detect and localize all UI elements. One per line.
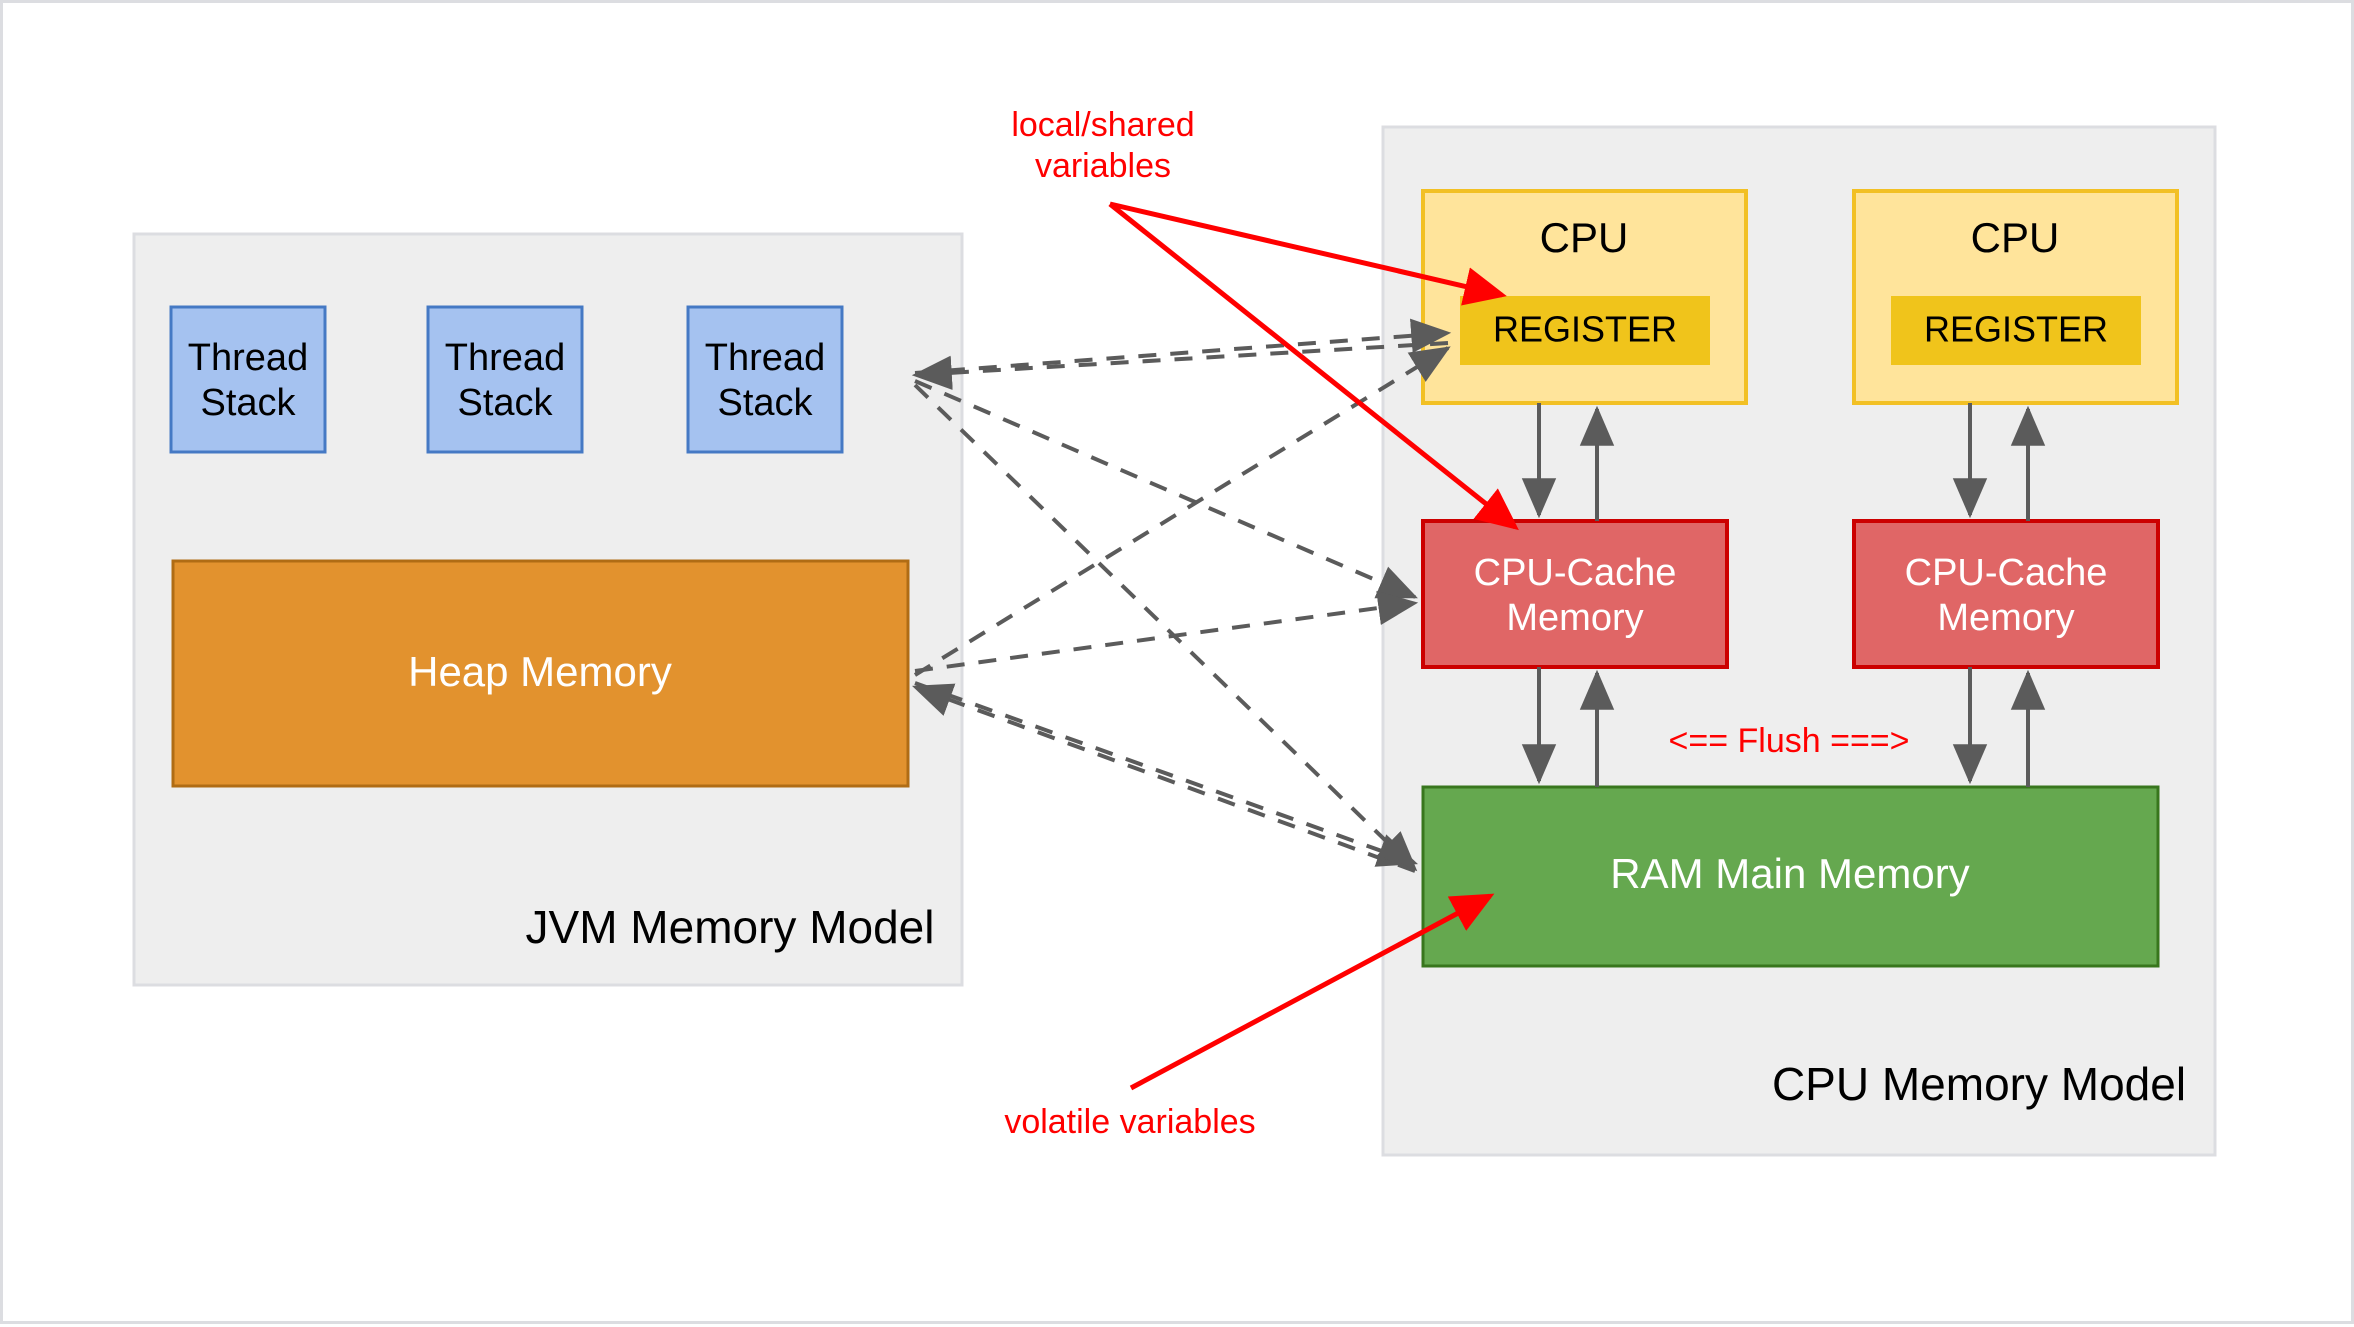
cpu-label-1: CPU xyxy=(1540,214,1629,261)
register-rect-1[interactable] xyxy=(1460,296,1710,365)
connector-ram-to-heap xyxy=(911,683,1416,873)
connector-threadstack-to-ram xyxy=(913,383,1418,872)
flush-label: <== Flush ===> xyxy=(1668,722,1909,760)
thread-stack-label-3-line2: Stack xyxy=(717,382,813,424)
heap-memory-label: Heap Memory xyxy=(408,648,672,695)
thread-stack-label-1-line1: Thread xyxy=(188,337,308,379)
connector-threadstack-to-register xyxy=(914,318,1452,375)
annotation-local-shared-variables[interactable]: local/shared variables xyxy=(1011,106,1519,531)
annotation-volatile-variables[interactable]: volatile variables xyxy=(1004,893,1495,1141)
thread-stack-label-2-line1: Thread xyxy=(445,337,565,379)
volatile-arrow-to-ram xyxy=(1129,893,1495,1091)
cpu-memory-model-panel[interactable]: CPU REGISTER CPU REGISTER CPU-Cache Memo… xyxy=(1381,125,2217,1157)
thread-stack-label-3-line1: Thread xyxy=(705,337,825,379)
cpu-cache-label-2-line1: CPU-Cache xyxy=(1905,552,2108,594)
ram-main-memory-label: RAM Main Memory xyxy=(1610,850,1969,897)
connector-heap-to-register xyxy=(913,346,1451,677)
register-label-2: REGISTER xyxy=(1924,309,2108,350)
thread-stack-label-2-line2: Stack xyxy=(457,382,553,424)
cpu-cache-rect-2 xyxy=(1852,519,2160,669)
ram-main-memory-rect xyxy=(1421,785,2160,968)
connector-register-to-threadstack xyxy=(911,341,1449,390)
volatile-variables-label: volatile variables xyxy=(1004,1103,1255,1141)
register-rect-2[interactable] xyxy=(1891,296,2141,365)
connector-heap-to-cache xyxy=(914,590,1419,673)
cpu-cache-label-2-line2: Memory xyxy=(1937,597,2074,639)
cpu-core-box-1[interactable]: CPU REGISTER xyxy=(1421,189,1748,405)
cpu-cache-box-1[interactable]: CPU-Cache Memory xyxy=(1421,519,1729,669)
jvm-memory-model-panel[interactable]: Thread Stack Thread Stack Thread Stack H… xyxy=(132,232,964,987)
local-shared-variables-label-line1: local/shared xyxy=(1011,106,1194,144)
thread-stack-box-3[interactable]: Thread Stack xyxy=(686,305,844,454)
cpu-cache-box-2[interactable]: CPU-Cache Memory xyxy=(1852,519,2160,669)
connector-threadstack-to-cache xyxy=(914,379,1418,599)
thread-stack-label-1-line2: Stack xyxy=(200,382,296,424)
cpu-cache-rect-1 xyxy=(1421,519,1729,669)
local-shared-arrow-to-cache xyxy=(1108,202,1519,531)
cpu-label-2: CPU xyxy=(1971,214,2060,261)
heap-memory-box[interactable]: Heap Memory xyxy=(171,559,910,788)
connector-heap-to-ram xyxy=(914,681,1419,867)
register-label-1: REGISTER xyxy=(1493,309,1677,350)
local-shared-arrow-to-register xyxy=(1109,201,1507,306)
ram-main-memory-box[interactable]: RAM Main Memory xyxy=(1421,785,2160,968)
thread-stack-box-2[interactable]: Thread Stack xyxy=(426,305,584,454)
thread-stack-rect-2 xyxy=(426,305,584,454)
thread-stack-rect-3 xyxy=(686,305,844,454)
thread-stack-box-1[interactable]: Thread Stack xyxy=(169,305,327,454)
cpu-core-box-2[interactable]: CPU REGISTER xyxy=(1852,189,2179,405)
local-shared-variables-label-line2: variables xyxy=(1035,147,1171,185)
cpu-cache-label-1-line1: CPU-Cache xyxy=(1474,552,1677,594)
cpu-panel-label: CPU Memory Model xyxy=(1772,1058,2186,1110)
cpu-cache-label-1-line2: Memory xyxy=(1506,597,1643,639)
heap-memory-rect xyxy=(171,559,910,788)
thread-stack-rect-1 xyxy=(169,305,327,454)
jvm-panel-label: JVM Memory Model xyxy=(526,901,935,953)
memory-model-diagram: Thread Stack Thread Stack Thread Stack H… xyxy=(132,106,2217,1157)
